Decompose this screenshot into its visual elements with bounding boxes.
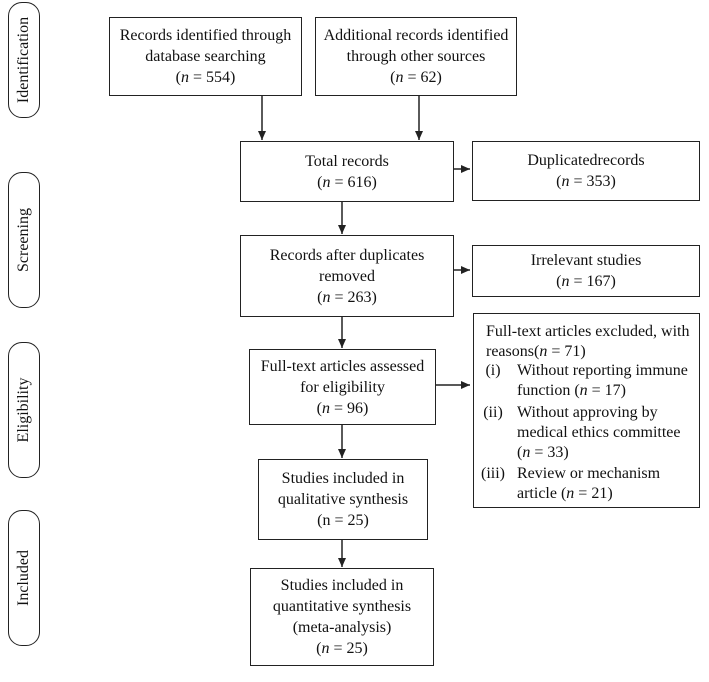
reason-2-number: (ii) <box>483 404 503 421</box>
box-duplicated-records: Duplicatedrecords (n = 353) <box>472 141 700 201</box>
quantitative-line3: (meta-analysis) <box>292 619 392 636</box>
reason-3-line2: article (n = 21) <box>517 484 697 504</box>
reason-3-line1: Review or mechanism <box>517 465 661 482</box>
reason-1-line1: Without reporting immune <box>517 362 688 379</box>
database-line1: Records identified through <box>119 27 292 44</box>
duplicated-n: n <box>561 173 570 190</box>
after-n: n <box>322 288 331 306</box>
box-fulltext-assessed: Full-text articles assessed for eligibil… <box>249 349 436 425</box>
other-n-value: = 62 <box>407 69 437 86</box>
reason-2-line1: Without approving by <box>517 404 658 421</box>
box-quantitative-synthesis: Studies included in quantitative synthes… <box>250 568 434 666</box>
duplicated-line1: Duplicatedrecords <box>527 152 645 169</box>
database-line2: database searching <box>145 48 266 65</box>
after-n-value: = 263 <box>334 288 372 306</box>
fulltext-n-value: = 96 <box>333 399 364 417</box>
qualitative-count: (n = 25) <box>317 512 369 529</box>
stage-identification: Identification <box>8 2 40 118</box>
reason-2-line3-prefix: ( <box>517 444 523 461</box>
database-n-value: = 554 <box>192 69 231 86</box>
qualitative-line2: qualitative synthesis <box>277 491 409 508</box>
after-line2: removed <box>319 267 375 285</box>
fulltext-line2: for eligibility <box>300 378 385 396</box>
quantitative-n: n <box>321 640 330 657</box>
reason-2-n: n <box>522 444 531 461</box>
database-n: n <box>180 69 189 86</box>
reason-3-n: n <box>566 485 575 502</box>
database-count: (n = 554) <box>175 69 236 86</box>
irrelevant-n-value: = 167 <box>573 273 611 290</box>
quantitative-line2: quantitative synthesis <box>272 598 412 615</box>
fulltext-line1: Full-text articles assessed <box>260 357 425 375</box>
box-database-records: Records identified through database sear… <box>109 17 302 96</box>
other-line2: through other sources <box>346 48 486 65</box>
total-line1: Total records <box>305 152 389 170</box>
irrelevant-line1: Irrelevant studies <box>530 252 642 269</box>
after-line1: Records after duplicates <box>269 246 425 264</box>
box-total-records: Total records (n = 616) <box>240 141 454 202</box>
total-n-value: = 616 <box>334 173 372 191</box>
stage-screening: Screening <box>8 172 40 308</box>
duplicated-count: (n = 353) <box>556 173 616 190</box>
box-fulltext-excluded: Full-text articles excluded, with reason… <box>473 313 700 508</box>
qualitative-line1: Studies included in <box>281 470 405 487</box>
reason-1-value: = 17) <box>587 382 627 399</box>
irrelevant-n: n <box>561 273 570 290</box>
fulltext-n: n <box>321 399 330 417</box>
box-after-duplicates: Records after duplicates removed (n = 26… <box>240 235 454 317</box>
fulltext-count: (n = 96) <box>316 399 369 417</box>
quantitative-n-value: = 25 <box>333 640 363 657</box>
excluded-n-value: = 71) <box>547 342 586 360</box>
excluded-heading-line2: reasons(n = 71) <box>486 342 696 362</box>
irrelevant-count: (n = 167) <box>556 273 616 290</box>
duplicated-n-value: = 353 <box>573 173 611 190</box>
reason-2-line3: (n = 33) <box>517 443 697 463</box>
quantitative-line1: Studies included in <box>280 577 404 594</box>
reason-3-line2-text: article ( <box>517 485 567 502</box>
reason-1-line2: function (n = 17) <box>517 381 697 401</box>
reason-3-number: (iii) <box>481 465 505 482</box>
reason-3-value: = 21) <box>574 485 613 502</box>
stage-included: Included <box>8 510 40 646</box>
excluded-n: n <box>539 342 548 360</box>
box-other-sources: Additional records identified through ot… <box>315 17 517 96</box>
reason-2-line2: medical ethics committee <box>517 424 681 441</box>
other-n: n <box>395 69 404 86</box>
other-count: (n = 62) <box>390 69 442 86</box>
after-count: (n = 263) <box>317 288 377 306</box>
box-qualitative-synthesis: Studies included in qualitative synthesi… <box>258 459 428 540</box>
excluded-heading: Full-text articles excluded, with reason… <box>486 322 696 361</box>
excluded-heading-prefix: reasons( <box>486 342 540 360</box>
excluded-heading-line1: Full-text articles excluded, with <box>486 323 690 340</box>
reason-2-value: = 33) <box>530 444 569 461</box>
total-count: (n = 616) <box>317 173 377 191</box>
reason-1-line2-text: function ( <box>517 382 580 399</box>
reason-1-number: (i) <box>485 362 501 379</box>
stage-eligibility: Eligibility <box>8 342 40 478</box>
other-line1: Additional records identified <box>323 27 509 44</box>
box-irrelevant-studies: Irrelevant studies (n = 167) <box>472 245 700 297</box>
reason-1-n: n <box>579 382 588 399</box>
total-n: n <box>322 173 331 191</box>
quantitative-count: (n = 25) <box>316 640 368 657</box>
